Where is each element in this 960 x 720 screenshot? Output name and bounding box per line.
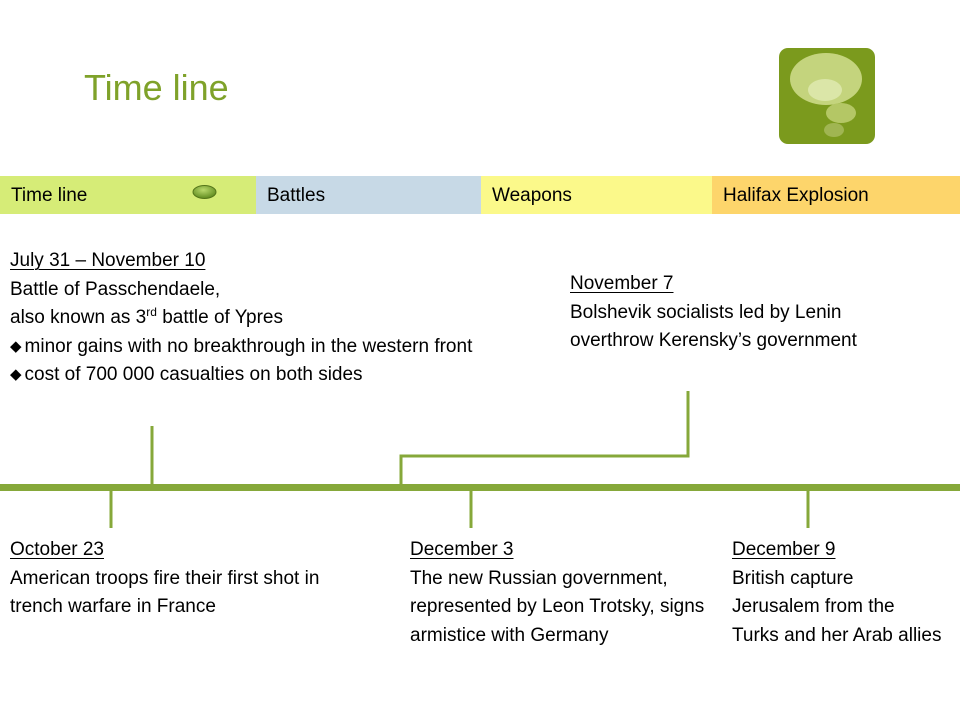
event-text: Battle of Passchendaele,: [10, 278, 221, 300]
bullet-item: ◆cost of 700 000 casualties on both side…: [10, 364, 363, 385]
event-text: also known as 3rd battle of Ypres: [10, 305, 283, 328]
event-text: American troops fire their first shot in…: [10, 567, 320, 618]
diamond-bullet-icon: ◆: [10, 366, 22, 383]
tab-weapons[interactable]: Weapons: [481, 176, 712, 214]
event-date: October 23: [10, 539, 104, 560]
tab-label: Weapons: [492, 185, 572, 206]
timeline-axis: [0, 484, 960, 491]
event-american: October 23 American troops fire their fi…: [10, 536, 340, 622]
tab-battles[interactable]: Battles: [256, 176, 481, 214]
bullet-item: ◆minor gains with no breakthrough in the…: [10, 335, 473, 357]
event-date: December 3: [410, 539, 514, 560]
connector-bolshevik: [399, 391, 690, 484]
tab-bar: Time line Battles Weapons Halifax Explos…: [0, 176, 960, 214]
event-russia: December 3 The new Russian government, r…: [410, 536, 720, 650]
event-jerusalem: December 9 British capture Jerusalem fro…: [732, 536, 942, 650]
event-text: British capture Jerusalem from the Turks…: [732, 567, 942, 646]
event-text: Bolshevik socialists led by Lenin overth…: [570, 301, 857, 352]
page-title: Time line: [84, 67, 229, 108]
tab-label: Halifax Explosion: [723, 185, 869, 206]
tab-time-line[interactable]: Time line: [0, 176, 256, 214]
event-passchendaele: July 31 – November 10 Battle of Passchen…: [10, 247, 555, 390]
tab-halifax-explosion[interactable]: Halifax Explosion: [712, 176, 960, 214]
tab-label: Battles: [267, 185, 326, 206]
diamond-bullet-icon: ◆: [10, 337, 22, 355]
speech-bubble-icon[interactable]: [779, 48, 875, 144]
event-date: December 9: [732, 539, 836, 560]
active-tab-indicator-icon: [192, 185, 217, 199]
tab-label: Time line: [11, 185, 88, 206]
event-date: July 31 – November 10: [10, 250, 206, 271]
event-text: The new Russian government, represented …: [410, 567, 705, 646]
event-bolshevik: November 7 Bolshevik socialists led by L…: [570, 270, 900, 356]
event-date: November 7: [570, 273, 674, 294]
